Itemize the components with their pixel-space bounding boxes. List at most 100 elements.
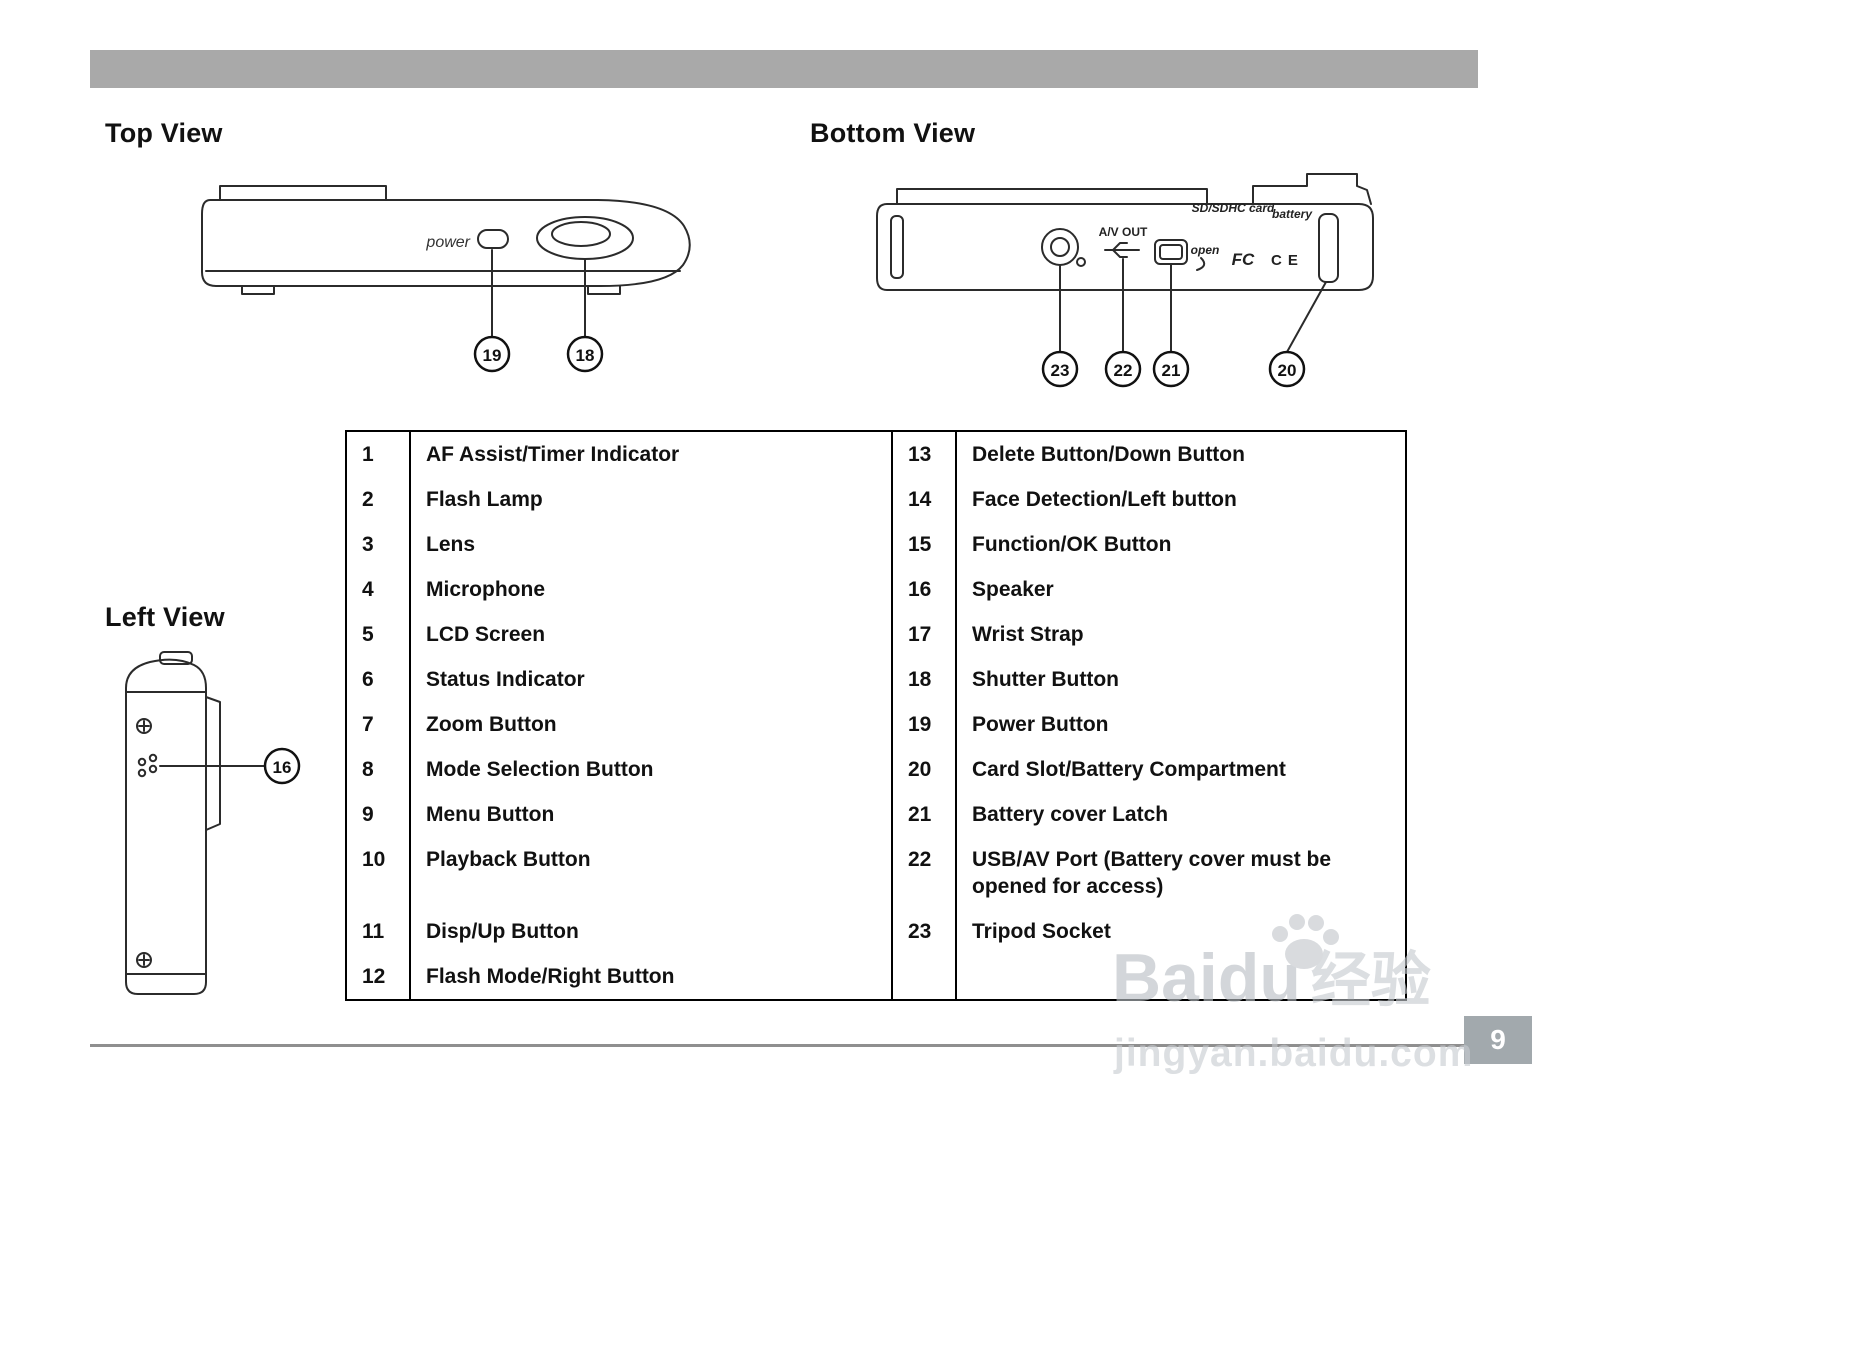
part-number: 8 — [346, 747, 411, 792]
part-number: 6 — [346, 657, 411, 702]
part-number: 21 — [892, 792, 957, 837]
usb-icon — [1104, 242, 1140, 258]
screw-bottom — [136, 952, 152, 968]
callout-18: 18 — [566, 335, 604, 373]
power-label: power — [425, 234, 470, 251]
page-number-text: 9 — [1490, 1024, 1506, 1055]
table-row: 12 Flash Mode/Right Button — [346, 954, 1406, 1000]
battery-label: battery — [1272, 207, 1313, 221]
screw-top — [136, 718, 152, 734]
power-button-shape — [477, 229, 509, 249]
part-label: Microphone — [410, 567, 893, 612]
part-number: 5 — [346, 612, 411, 657]
callout-21: 21 — [1152, 350, 1190, 388]
parts-table: 1 AF Assist/Timer Indicator 13 Delete Bu… — [345, 430, 1407, 1001]
shutter-button-shape — [536, 216, 634, 260]
table-row: 8 Mode Selection Button 20 Card Slot/Bat… — [346, 747, 1406, 792]
callout-16: 16 — [263, 747, 301, 785]
callout-22: 22 — [1104, 350, 1142, 388]
watermark-url: jingyan.baidu.com — [1114, 1032, 1474, 1075]
part-number: 1 — [346, 431, 411, 477]
part-number: 4 — [346, 567, 411, 612]
part-label: Tripod Socket — [972, 920, 1111, 943]
av-out-label: A/V OUT — [1099, 225, 1148, 239]
sd-card-label: SD/SDHC card — [1192, 201, 1275, 215]
part-label: Disp/Up Button — [410, 909, 893, 954]
callout-19-number: 19 — [483, 346, 502, 365]
part-label: Playback Button — [410, 837, 893, 909]
table-row: 10 Playback Button 22 USB/AV Port (Batte… — [346, 837, 1406, 909]
callout-23-number: 23 — [1051, 361, 1070, 380]
callout-23: 23 — [1041, 350, 1079, 388]
part-number: 11 — [346, 909, 411, 954]
part-label: Mode Selection Button — [410, 747, 893, 792]
part-number: 19 — [892, 702, 957, 747]
part-number: 20 — [892, 747, 957, 792]
table-row: 4 Microphone 16 Speaker — [346, 567, 1406, 612]
part-label — [956, 954, 1406, 1000]
part-label: AF Assist/Timer Indicator — [410, 431, 893, 477]
part-number: 12 — [346, 954, 411, 1000]
camera-top-outline — [201, 185, 691, 337]
table-row: 9 Menu Button 21 Battery cover Latch — [346, 792, 1406, 837]
fcc-mark: FC — [1232, 250, 1255, 269]
card-door-shape — [1318, 213, 1339, 283]
camera-bottom-outline — [876, 173, 1374, 353]
part-label: Speaker — [972, 578, 1054, 601]
part-number: 3 — [346, 522, 411, 567]
top-view-heading: Top View — [105, 118, 223, 148]
part-number: 18 — [892, 657, 957, 702]
part-label: Power Button — [972, 713, 1109, 736]
table-row: 3 Lens 15 Function/OK Button — [346, 522, 1406, 567]
page-number: 9 — [1464, 1016, 1532, 1064]
bottom-view-diagram: A/V OUT SD/SDHC card battery open FC CE … — [876, 173, 1374, 388]
callout-18-number: 18 — [576, 346, 595, 365]
table-row: 5 LCD Screen 17 Wrist Strap — [346, 612, 1406, 657]
part-label: USB/AV Port (Battery cover must be opene… — [972, 848, 1332, 898]
camera-left-outline — [125, 651, 265, 995]
part-number: 14 — [892, 477, 957, 522]
part-number: 22 — [892, 837, 957, 909]
callout-22-number: 22 — [1114, 361, 1133, 380]
part-number: 23 — [892, 909, 957, 954]
part-label: Function/OK Button — [972, 533, 1172, 556]
part-number: 10 — [346, 837, 411, 909]
part-label: Zoom Button — [410, 702, 893, 747]
table-row: 7 Zoom Button 19 Power Button — [346, 702, 1406, 747]
part-label: Face Detection/Left button — [972, 488, 1237, 511]
part-label: Wrist Strap — [972, 623, 1084, 646]
callout-20: 20 — [1268, 350, 1306, 388]
top-view-diagram: power 19 18 — [201, 185, 691, 373]
part-label: Delete Button/Down Button — [972, 443, 1245, 466]
callout-20-number: 20 — [1278, 361, 1297, 380]
part-number — [892, 954, 957, 1000]
part-label: Lens — [410, 522, 893, 567]
open-label: open — [1191, 243, 1220, 257]
part-number: 17 — [892, 612, 957, 657]
left-view-heading: Left View — [105, 602, 225, 632]
table-row: 2 Flash Lamp 14 Face Detection/Left butt… — [346, 477, 1406, 522]
left-view-diagram: 16 — [125, 651, 301, 995]
part-label: Flash Lamp — [410, 477, 893, 522]
part-label: LCD Screen — [410, 612, 893, 657]
part-number: 9 — [346, 792, 411, 837]
table-row: 6 Status Indicator 18 Shutter Button — [346, 657, 1406, 702]
part-label: Flash Mode/Right Button — [410, 954, 893, 1000]
speaker-holes — [137, 757, 147, 767]
part-label: Battery cover Latch — [972, 803, 1169, 826]
callout-21-number: 21 — [1162, 361, 1181, 380]
part-number: 16 — [892, 567, 957, 612]
ce-mark: CE — [1271, 252, 1304, 269]
tripod-socket-shape — [1041, 228, 1079, 266]
part-label: Status Indicator — [410, 657, 893, 702]
part-number: 15 — [892, 522, 957, 567]
part-label: Menu Button — [410, 792, 893, 837]
part-label: Card Slot/Battery Compartment — [972, 758, 1286, 781]
table-row: 11 Disp/Up Button 23 Tripod Socket — [346, 909, 1406, 954]
callout-16-number: 16 — [273, 758, 292, 777]
part-label: Shutter Button — [972, 668, 1119, 691]
bottom-view-heading: Bottom View — [810, 118, 976, 148]
part-number: 13 — [892, 431, 957, 477]
part-number: 7 — [346, 702, 411, 747]
callout-19: 19 — [473, 335, 511, 373]
